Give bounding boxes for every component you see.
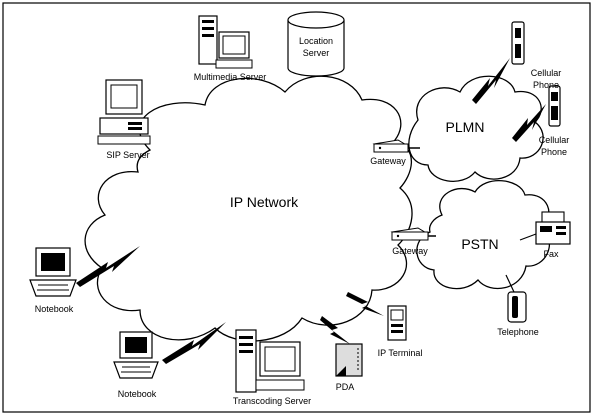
link-pstn-fax xyxy=(519,233,537,241)
cellular-phone-1-icon xyxy=(511,21,525,65)
wireless-link-notebook-bottom xyxy=(162,322,226,364)
notebook-bottom-icon xyxy=(113,331,159,379)
plmn-label: PLMN xyxy=(446,119,485,135)
gateway-pstn-icon xyxy=(390,227,430,241)
telephone-icon xyxy=(507,291,527,323)
ip-terminal-label: IP Terminal xyxy=(378,348,423,358)
cellular-phone-1-label-line2: Phone xyxy=(533,80,559,90)
ip-terminal-icon xyxy=(387,305,407,341)
notebook-left-icon xyxy=(29,247,77,297)
notebook-left-label: Notebook xyxy=(35,304,74,314)
location-server-label-line2: Server xyxy=(303,48,330,58)
fax-icon xyxy=(535,211,571,245)
cellular-phone-2-label-line1: Cellular xyxy=(539,135,570,145)
wireless-link-notebook-left xyxy=(76,246,140,287)
ip-network-cloud xyxy=(84,75,413,342)
transcoding-server-icon xyxy=(235,329,305,393)
multimedia-server-label: Multimedia Server xyxy=(194,72,267,82)
gateway-plmn-label: Gateway xyxy=(370,156,406,166)
pstn-cloud xyxy=(416,180,551,290)
ip-network-label: IP Network xyxy=(230,194,299,210)
telephone-label: Telephone xyxy=(497,327,539,337)
cellular-phone-1-label-line1: Cellular xyxy=(531,68,562,78)
location-server-label-line1: Location xyxy=(299,36,333,46)
gateway-pstn-label: Gateway xyxy=(392,246,428,256)
location-server-icon xyxy=(287,11,345,77)
multimedia-server-icon xyxy=(198,15,253,69)
wireless-link-cellular-1 xyxy=(472,58,510,104)
wireless-link-pda xyxy=(320,316,350,344)
sip-server-icon xyxy=(97,79,151,145)
pstn-label: PSTN xyxy=(461,236,498,252)
pda-label: PDA xyxy=(336,382,355,392)
link-pstn-telephone xyxy=(505,274,515,293)
transcoding-server-label: Transcoding Server xyxy=(233,396,311,406)
sip-server-label: SIP Server xyxy=(106,150,149,160)
notebook-bottom-label: Notebook xyxy=(118,389,157,399)
cellular-phone-2-label-line2: Phone xyxy=(541,147,567,157)
plmn-cloud xyxy=(408,75,544,182)
wireless-link-cellular-2 xyxy=(512,104,546,142)
fax-label: Fax xyxy=(543,249,559,259)
wireless-link-ip-terminal xyxy=(346,292,384,316)
cellular-phone-2-icon xyxy=(548,85,561,127)
diagram-frame xyxy=(2,2,591,413)
pda-icon xyxy=(335,343,363,377)
